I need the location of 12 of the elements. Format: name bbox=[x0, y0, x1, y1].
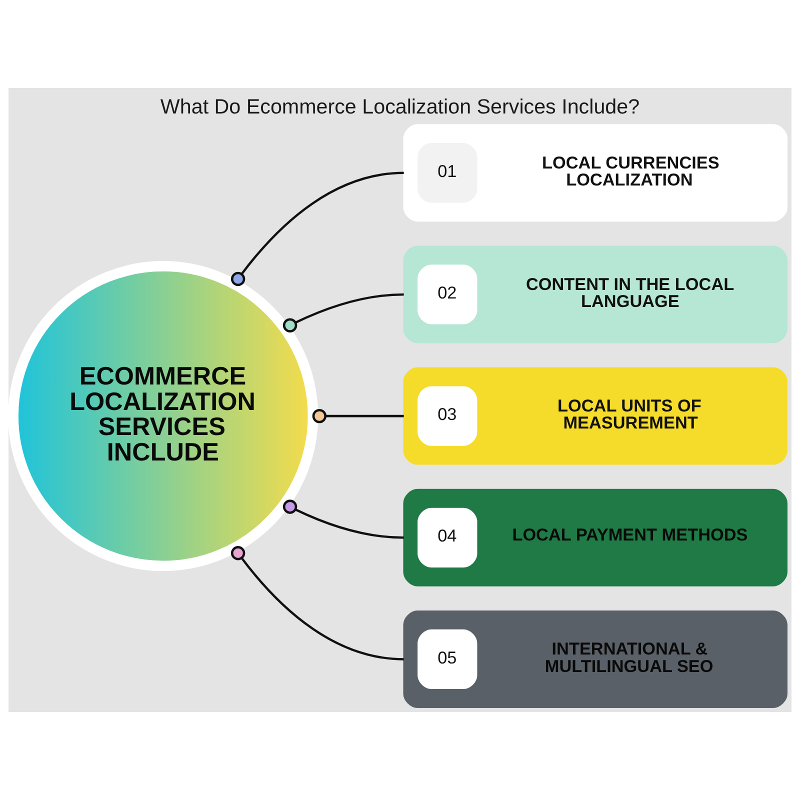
connector bbox=[230, 546, 404, 660]
connector bbox=[282, 500, 404, 539]
connector bbox=[230, 172, 404, 286]
node-box: 03 LOCAL UNITS OF MEASUREMENT bbox=[403, 367, 788, 465]
node-box: 04 LOCAL PAYMENT METHODS bbox=[403, 488, 788, 586]
node-box: 05 INTERNATIONAL & MULTILINGUAL SEO bbox=[403, 610, 788, 708]
node-box: 01 LOCAL CURRENCIES LOCALIZATION bbox=[403, 124, 788, 222]
connector bbox=[282, 293, 404, 332]
node-box: 02 CONTENT IN THE LOCAL LANGUAGE bbox=[403, 246, 788, 344]
diagram-title: What Do Ecommerce Localization Services Include? bbox=[160, 96, 640, 119]
connector bbox=[312, 408, 404, 424]
node-circle: ECOMMERCE LOCALIZATION SERVICES INCLUDE bbox=[8, 261, 318, 572]
